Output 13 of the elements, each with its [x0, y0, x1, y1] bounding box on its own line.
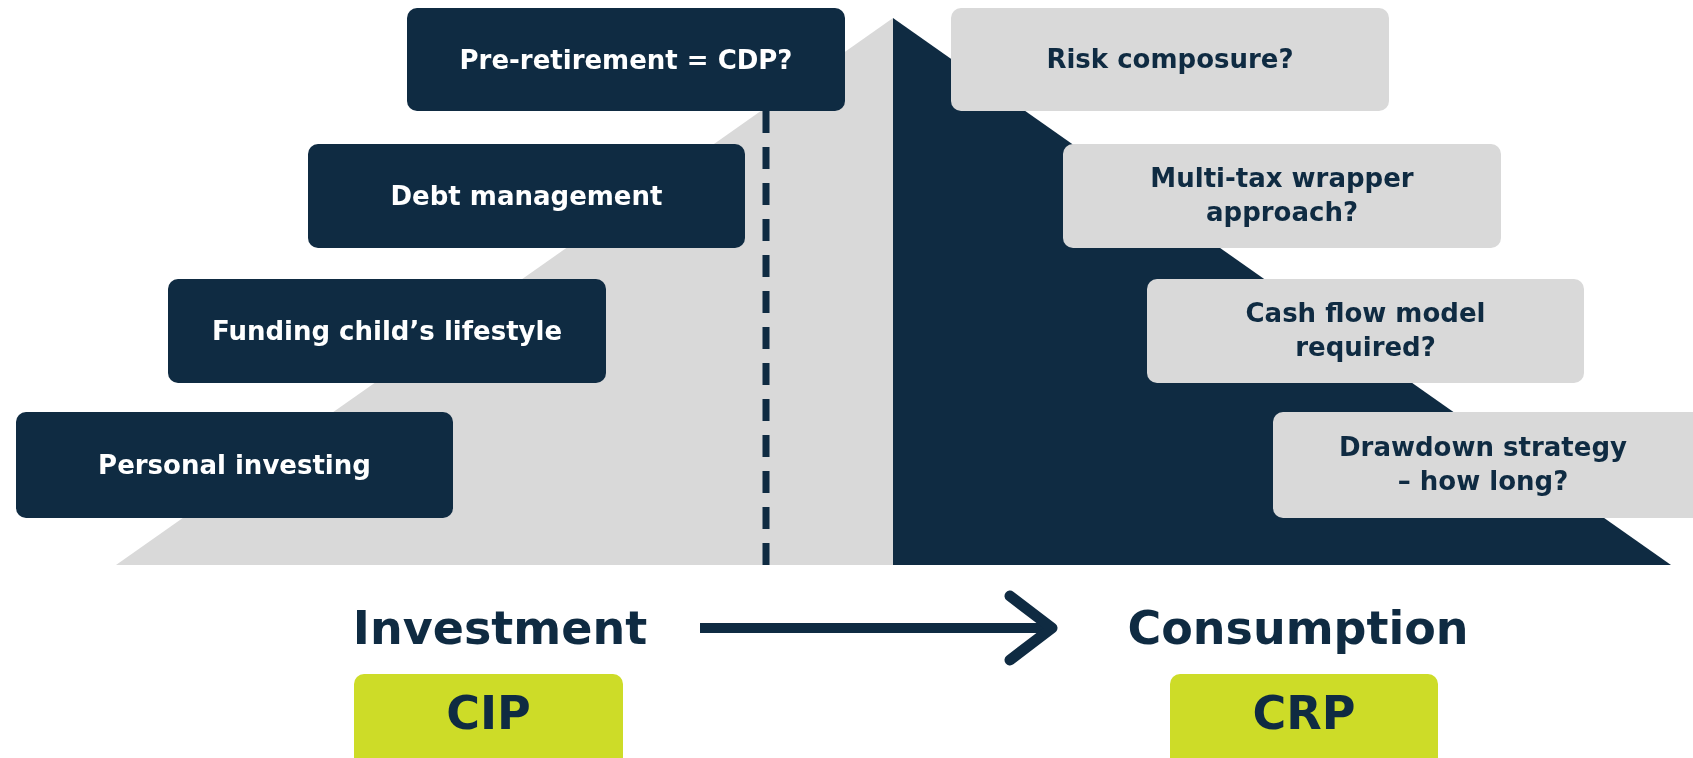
- dark-box: Pre-retirement = CDP?: [407, 8, 845, 111]
- question-box: Drawdown strategy – how long?: [1273, 412, 1693, 518]
- tag-box: CIP: [354, 674, 623, 758]
- dark-box: Funding child’s lifestyle: [168, 279, 606, 383]
- question-box: Multi-tax wrapper approach?: [1063, 144, 1501, 248]
- stage-heading: Investment: [352, 601, 648, 655]
- dark-box: Debt management: [308, 144, 745, 248]
- arrow: [700, 590, 1058, 666]
- stage-heading: Consumption: [1127, 601, 1469, 655]
- question-box: Cash flow model required?: [1147, 279, 1584, 383]
- dark-box: Personal investing: [16, 412, 453, 518]
- tag-box: CRP: [1170, 674, 1438, 758]
- question-box: Risk composure?: [951, 8, 1389, 111]
